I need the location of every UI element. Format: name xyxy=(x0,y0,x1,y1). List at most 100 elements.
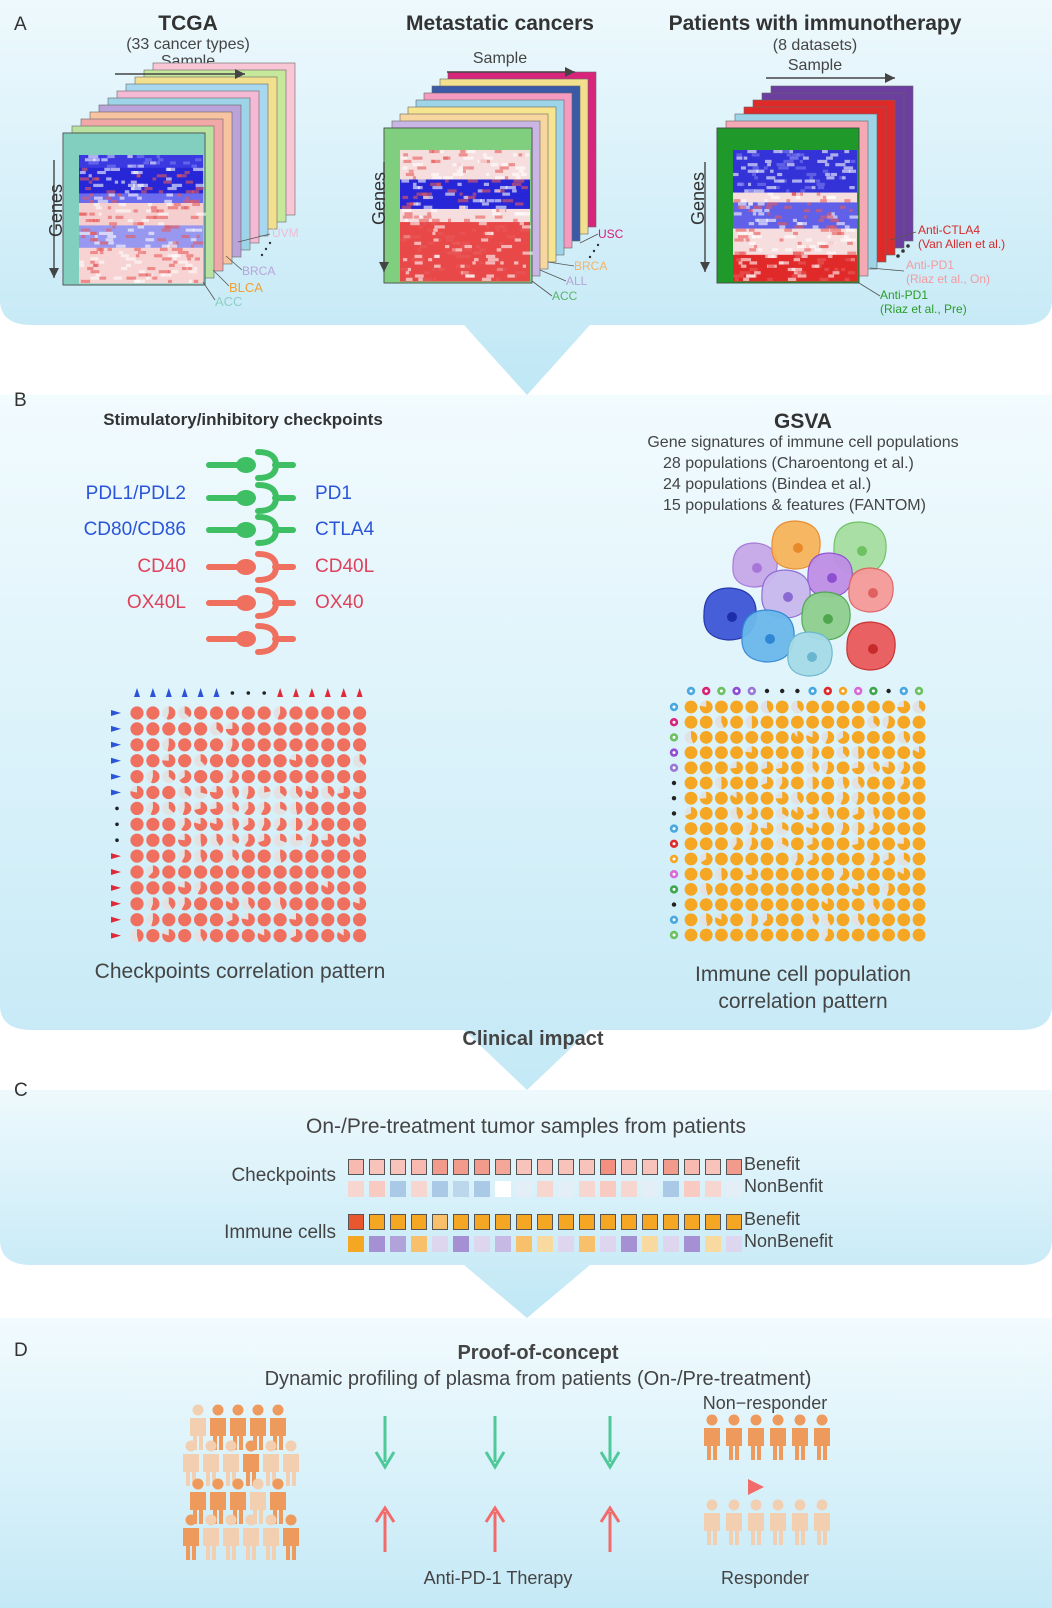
pie-fill xyxy=(812,776,819,790)
heatmap-row xyxy=(79,267,203,271)
heatmap-noise xyxy=(749,267,758,272)
pie-fill xyxy=(321,865,335,879)
pie-fill xyxy=(912,791,926,805)
heatmap-noise xyxy=(463,218,470,223)
pie-fill xyxy=(851,883,865,896)
heatmap-noise xyxy=(803,208,811,213)
person-icon xyxy=(183,1440,199,1486)
pie-fill xyxy=(684,822,698,835)
heatmap-noise xyxy=(499,208,506,213)
heatmap-noise xyxy=(797,241,802,245)
heatmap-row xyxy=(400,172,530,177)
pie-fill xyxy=(684,928,698,942)
heatmap-noise xyxy=(183,161,190,165)
pie-fill xyxy=(775,913,789,927)
heatmap-noise xyxy=(192,228,203,232)
heatmap-noise xyxy=(519,228,530,232)
heatmap-noise xyxy=(101,158,108,162)
heatmap-noise xyxy=(452,172,464,177)
axis-icon-core xyxy=(672,872,676,876)
person-icon xyxy=(243,1514,259,1560)
heatmap-noise xyxy=(479,248,487,252)
heatmap-cell xyxy=(537,1159,553,1175)
gsva-title: GSVA xyxy=(774,410,832,433)
pie-fill xyxy=(280,785,287,797)
heatmap-noise xyxy=(749,241,756,245)
pie-fill xyxy=(791,822,804,835)
leader-line xyxy=(889,231,917,241)
heatmap-noise xyxy=(844,225,850,229)
heatmap-noise xyxy=(432,176,442,180)
heatmap-noise xyxy=(463,156,474,160)
person-head xyxy=(265,1440,277,1452)
immuno-label-ctla4-line2: (Van Allen et al.) xyxy=(918,237,1006,251)
heatmap-noise xyxy=(850,159,856,164)
immuno-label-pd1-pre: Anti-PD1 (Riaz et al., Pre) xyxy=(880,288,967,316)
pie-fill xyxy=(146,929,160,943)
pie-fill xyxy=(858,776,865,789)
heatmap-noise xyxy=(114,180,119,184)
heatmap-noise xyxy=(431,159,441,164)
leader-line xyxy=(539,269,567,282)
heatmap-noise xyxy=(748,228,755,232)
down-arrow-head xyxy=(484,1451,506,1470)
pie-fill xyxy=(897,715,911,729)
metastatic-title: Metastatic cancers xyxy=(406,12,594,35)
panel-letter-b: B xyxy=(14,390,27,411)
heatmap-stacks xyxy=(49,62,917,301)
heatmap-noise xyxy=(194,257,200,261)
heatmap-noise xyxy=(487,258,499,262)
heatmap-row xyxy=(79,193,203,198)
heatmap-noise xyxy=(413,182,417,187)
heatmap-noise xyxy=(193,241,204,245)
heatmap-noise xyxy=(418,218,429,223)
pie-fill xyxy=(241,881,255,895)
pie-fill xyxy=(812,913,819,926)
pie-fill xyxy=(761,776,774,790)
heatmap-noise xyxy=(795,254,806,259)
axis-icon xyxy=(111,869,121,875)
pie-fill xyxy=(184,706,192,718)
pie-fill xyxy=(194,913,208,927)
heatmap-row xyxy=(733,241,857,246)
heatmap-noise xyxy=(181,235,190,239)
checkpoints-row-label: Checkpoints xyxy=(231,1165,336,1186)
heatmap-row xyxy=(79,231,203,236)
heatmap-row xyxy=(400,202,530,207)
heatmap-row xyxy=(733,254,857,259)
heatmap-noise xyxy=(817,186,825,190)
clinical-impact-label: Clinical impact xyxy=(462,1028,604,1050)
pie-fill xyxy=(721,867,728,881)
pie-fill xyxy=(200,833,208,847)
pie-fill xyxy=(166,706,176,720)
pie-fill xyxy=(684,913,698,927)
pie-fill xyxy=(337,801,351,816)
heatmap-noise xyxy=(755,218,759,223)
pie-fill xyxy=(836,700,850,714)
pie-fill xyxy=(257,722,271,736)
pie-fill xyxy=(836,928,850,942)
heatmap-noise xyxy=(412,186,420,190)
heatmap-noise xyxy=(733,274,744,278)
heatmap-noise xyxy=(417,166,427,170)
pie-fill xyxy=(684,715,698,729)
pie-fill xyxy=(289,770,303,784)
cp-benefit-label: Benefit xyxy=(744,1154,801,1174)
immuno-label-pd1-on-line2: (Riaz et al., On) xyxy=(906,272,991,286)
heatmap-noise xyxy=(766,212,771,216)
heatmap-noise xyxy=(79,177,90,181)
pie-fill xyxy=(226,913,239,927)
heatmap-noise xyxy=(193,167,204,171)
immuno-label-pd1-pre-line2: (Riaz et al., Pre) xyxy=(880,302,967,316)
person-head xyxy=(252,1478,264,1490)
heatmap-noise xyxy=(99,231,109,235)
heatmap-noise xyxy=(162,257,173,261)
pie-fill xyxy=(825,731,835,744)
pie-fill xyxy=(353,785,367,800)
heatmap-cell xyxy=(663,1181,679,1197)
heatmap-noise xyxy=(479,261,484,265)
pie-fill xyxy=(699,898,713,911)
heatmap-noise xyxy=(499,166,509,170)
heatmap-row xyxy=(79,244,203,249)
